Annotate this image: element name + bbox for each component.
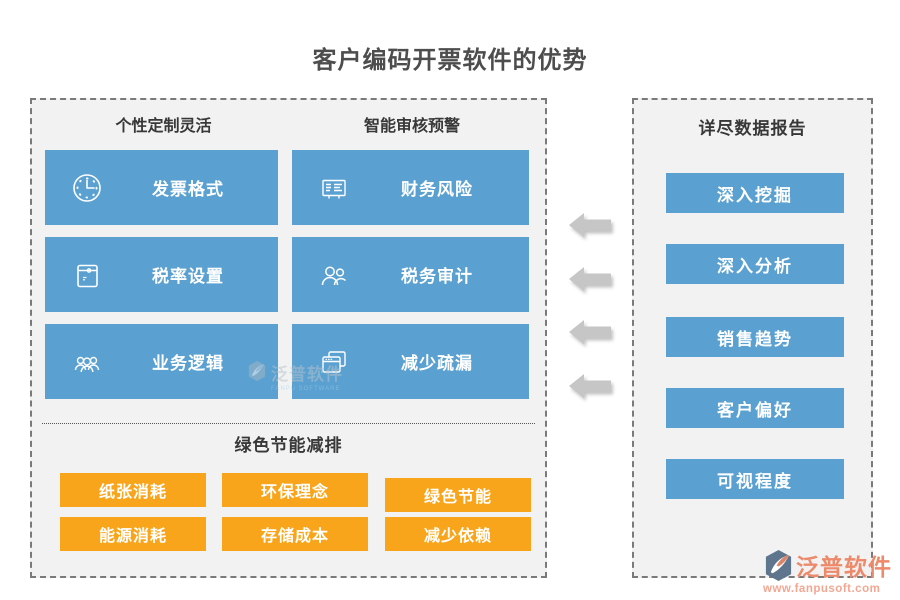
column-headers: 个性定制灵活 智能审核预警 bbox=[47, 112, 530, 136]
left-arrow bbox=[569, 265, 611, 295]
data-report-panel: 详尽数据报告 深入挖掘 深入分析 销售趋势 客户偏好 可视程度 bbox=[632, 98, 873, 578]
report-panel-header: 详尽数据报告 bbox=[698, 119, 807, 138]
left-arrow bbox=[569, 318, 611, 348]
feature-tax-audit: 税务审计 bbox=[292, 237, 529, 312]
green-item-energy-consumption: 能源消耗 bbox=[60, 517, 206, 551]
report-item-sales-trend: 销售趋势 bbox=[666, 317, 844, 357]
section-header-smart-audit: 智能审核预警 bbox=[363, 118, 460, 135]
green-item-green-energy: 绿色节能 bbox=[385, 478, 531, 512]
feature-financial-risk: 财务风险 bbox=[292, 150, 529, 225]
feature-label: 税务审计 bbox=[401, 267, 473, 286]
feature-label: 税率设置 bbox=[152, 267, 224, 286]
feature-label: 发票格式 bbox=[152, 180, 224, 199]
feature-label: 财务风险 bbox=[401, 180, 473, 199]
green-item-paper-consumption: 纸张消耗 bbox=[60, 473, 206, 507]
advantages-panel: 个性定制灵活 智能审核预警 发票格式 bbox=[30, 98, 547, 578]
windows-icon bbox=[317, 345, 351, 379]
team-icon bbox=[70, 345, 104, 379]
report-item-deep-mining: 深入挖掘 bbox=[666, 173, 844, 213]
section-divider bbox=[42, 423, 535, 424]
feature-tax-rate-setting: 税率设置 bbox=[45, 237, 278, 312]
folder-icon bbox=[70, 258, 104, 292]
left-arrow bbox=[569, 211, 611, 241]
green-section-header: 绿色节能减排 bbox=[234, 436, 343, 455]
people-icon bbox=[317, 258, 351, 292]
feature-label: 减少疏漏 bbox=[401, 354, 473, 373]
report-item-visibility: 可视程度 bbox=[666, 459, 844, 499]
section-header-customization: 个性定制灵活 bbox=[115, 118, 212, 135]
logo-url-text: www.fanpusoft.com bbox=[763, 583, 881, 595]
green-item-storage-cost: 存储成本 bbox=[222, 517, 368, 551]
feature-reduce-omissions: 减少疏漏 bbox=[292, 324, 529, 399]
fanpu-logo-icon bbox=[763, 549, 794, 582]
left-arrow bbox=[569, 372, 611, 402]
page-title: 客户编码开票软件的优势 bbox=[312, 47, 588, 74]
clock-icon bbox=[70, 171, 104, 205]
green-item-reduce-dependence: 减少依赖 bbox=[385, 517, 531, 551]
report-item-customer-preference: 客户偏好 bbox=[666, 388, 844, 428]
green-item-eco-concept: 环保理念 bbox=[222, 473, 368, 507]
feature-invoice-format: 发票格式 bbox=[45, 150, 278, 225]
feature-label: 业务逻辑 bbox=[152, 354, 224, 373]
logo-brand-text: 泛普软件 bbox=[796, 554, 892, 580]
fanpu-logo: 泛普软件 www.fanpusoft.com bbox=[763, 548, 898, 595]
report-item-deep-analysis: 深入分析 bbox=[666, 244, 844, 284]
report-icon bbox=[317, 171, 351, 205]
feature-business-logic: 业务逻辑 bbox=[45, 324, 278, 399]
